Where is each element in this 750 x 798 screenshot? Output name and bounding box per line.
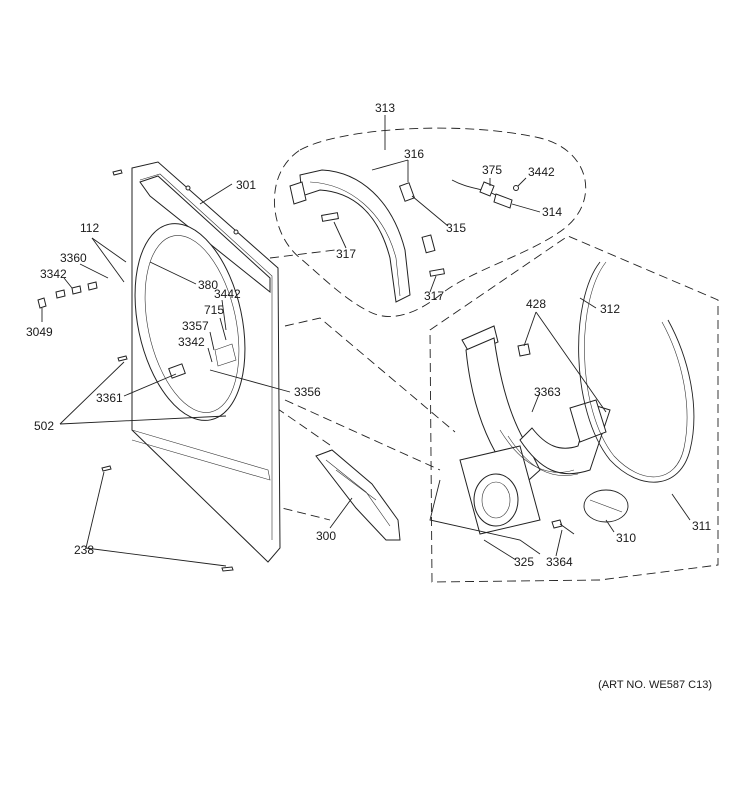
- front-panel-301: [131, 161, 281, 563]
- callout-3342-panel: 3342: [178, 335, 205, 349]
- callout-375: 375: [482, 163, 502, 177]
- callout-3357: 3357: [182, 319, 209, 333]
- callout-310: 310: [616, 531, 636, 545]
- callout-317-left: 317: [336, 247, 356, 261]
- leader-lines: [41, 115, 691, 567]
- callout-3442-panel: 3442: [214, 287, 241, 301]
- seal-312: [578, 261, 695, 483]
- callout-313: 313: [375, 101, 395, 115]
- lint-filter-300: [315, 449, 401, 541]
- group-313-outline: [274, 127, 587, 317]
- projection-line: [284, 317, 456, 433]
- callout-317-right: 317: [424, 289, 444, 303]
- part-3364: [551, 519, 575, 535]
- rear-duct-assembly: [459, 325, 611, 535]
- art-number: (ART NO. WE587 C13): [598, 679, 712, 691]
- door-opening: [134, 223, 246, 421]
- group-311-outline: [429, 235, 719, 583]
- callout-238: 238: [74, 543, 94, 557]
- projection-line: [284, 399, 441, 471]
- callout-3342-left: 3342: [40, 267, 67, 281]
- clip-parts-316-317: [321, 182, 445, 277]
- callout-380: 380: [198, 278, 218, 292]
- callout-502: 502: [34, 419, 54, 433]
- callout-3363: 3363: [534, 385, 561, 399]
- callout-3356: 3356: [294, 385, 321, 399]
- callout-3442-sensor: 3442: [528, 165, 555, 179]
- callout-301: 301: [236, 178, 256, 192]
- callout-314: 314: [542, 205, 562, 219]
- callout-3364: 3364: [546, 555, 573, 569]
- callout-3049: 3049: [26, 325, 53, 339]
- callout-312: 312: [600, 302, 620, 316]
- callout-311: 311: [692, 519, 711, 533]
- callout-112: 112: [80, 221, 99, 235]
- callout-715: 715: [204, 303, 224, 317]
- thermistor-314: [451, 179, 519, 209]
- projection-line: [269, 504, 331, 521]
- callout-315: 315: [446, 221, 466, 235]
- screw-hardware: [37, 169, 234, 572]
- callout-300: 300: [316, 529, 336, 543]
- callout-316: 316: [404, 147, 424, 161]
- callout-325: 325: [514, 555, 534, 569]
- callout-428: 428: [526, 297, 546, 311]
- heater-310: [583, 489, 629, 523]
- projection-line: [269, 249, 336, 259]
- wire-325: [429, 479, 541, 555]
- bracket-assembly-315: [289, 169, 411, 303]
- callout-3361: 3361: [96, 391, 123, 405]
- callout-3360: 3360: [60, 251, 87, 265]
